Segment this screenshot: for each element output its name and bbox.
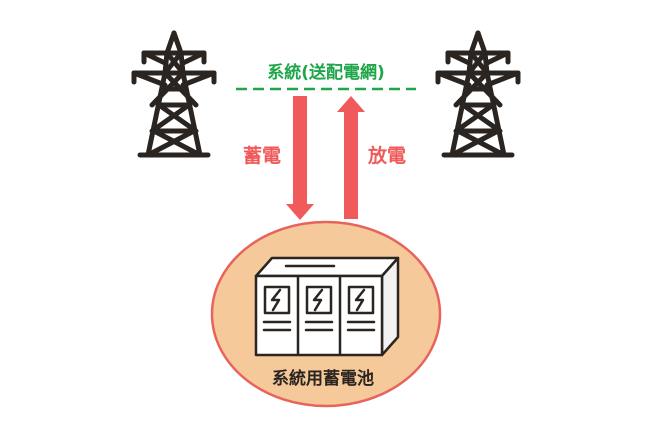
charge-arrow (286, 96, 314, 220)
discharge-label: 放電 (367, 144, 406, 167)
charge-label: 蓄電 (243, 144, 281, 167)
right-transmission-tower-icon (438, 33, 518, 155)
left-transmission-tower-icon (134, 33, 214, 155)
grid-label: 系統(送配電網) (267, 62, 385, 83)
discharge-arrow (337, 96, 365, 219)
battery-cabinet-icon (254, 256, 400, 357)
battery-label: 系統用蓄電池 (272, 368, 374, 389)
